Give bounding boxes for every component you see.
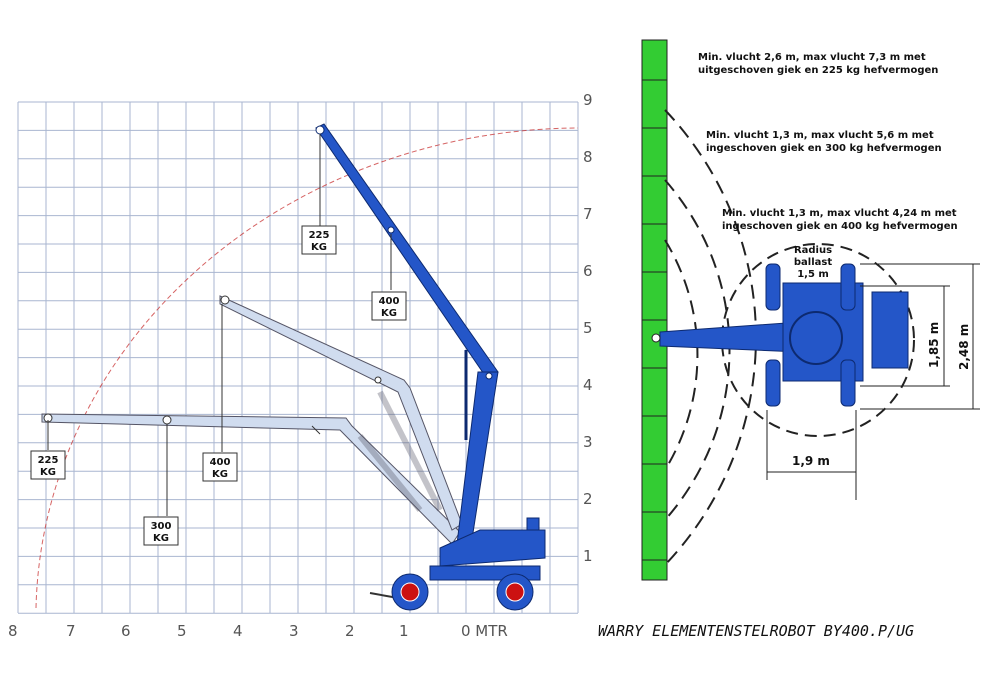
y-tick: 4 bbox=[583, 376, 593, 394]
load-unit: KG bbox=[212, 469, 228, 480]
x-axis-ticks: 8 7 6 5 4 3 2 1 0 MTR bbox=[8, 622, 508, 640]
x-tick: 1 bbox=[399, 622, 409, 640]
svg-text:Min. vlucht 2,6 m, max vlucht: Min. vlucht 2,6 m, max vlucht 7,3 m met bbox=[698, 52, 926, 63]
load-unit: KG bbox=[311, 242, 327, 253]
load-label-400-mid: 400 KG bbox=[202, 452, 238, 482]
load-unit: KG bbox=[381, 308, 397, 319]
y-tick: 1 bbox=[583, 547, 593, 565]
dimension-lines bbox=[766, 263, 980, 500]
boom-raised-position bbox=[315, 123, 499, 553]
svg-text:Min. vlucht 1,3 m, max vlucht: Min. vlucht 1,3 m, max vlucht 5,6 m met bbox=[706, 130, 934, 141]
y-tick: 3 bbox=[583, 433, 593, 451]
svg-text:ingeschoven giek en 400 kg hef: ingeschoven giek en 400 kg hefvermogen bbox=[722, 221, 958, 232]
load-label-300-low: 300 KG bbox=[143, 516, 179, 546]
x-tick: 0 MTR bbox=[461, 622, 508, 640]
x-tick: 6 bbox=[121, 622, 131, 640]
load-value: 225 bbox=[38, 455, 59, 466]
svg-text:Min. vlucht 1,3 m, max vlucht: Min. vlucht 1,3 m, max vlucht 4,24 m met bbox=[722, 208, 957, 219]
svg-text:uitgeschoven giek en 225 kg he: uitgeschoven giek en 225 kg hefvermogen bbox=[698, 65, 938, 76]
svg-text:ingeschoven giek en 300 kg hef: ingeschoven giek en 300 kg hefvermogen bbox=[706, 143, 942, 154]
boom-mid-position bbox=[219, 295, 463, 531]
load-leader-lines bbox=[47, 134, 392, 516]
load-value: 225 bbox=[309, 230, 330, 241]
x-tick: 4 bbox=[233, 622, 243, 640]
x-tick: 7 bbox=[66, 622, 76, 640]
y-tick: 2 bbox=[583, 490, 593, 508]
x-tick: 2 bbox=[345, 622, 355, 640]
green-wall bbox=[641, 39, 668, 581]
y-tick: 9 bbox=[583, 91, 593, 109]
max-reach-arc bbox=[35, 127, 579, 609]
y-tick: 5 bbox=[583, 319, 593, 337]
reach-ring-300kg bbox=[664, 179, 731, 521]
boom-low-position bbox=[41, 413, 461, 545]
dimension-overall-width: 2,48 m bbox=[957, 324, 971, 370]
load-unit: KG bbox=[40, 467, 56, 478]
load-value: 400 bbox=[210, 457, 231, 468]
ballast-radius-ring bbox=[721, 243, 915, 437]
load-label-400-top: 400 KG bbox=[371, 291, 407, 321]
y-tick: 7 bbox=[583, 205, 593, 223]
load-label-225-top: 225 KG bbox=[301, 225, 337, 255]
load-label-225-low: 225 KG bbox=[30, 450, 66, 480]
x-tick: 8 bbox=[8, 622, 18, 640]
dimension-wheelbase: 1,9 m bbox=[792, 454, 830, 468]
x-tick: 3 bbox=[289, 622, 299, 640]
y-axis-ticks: 1 2 3 4 5 6 7 8 9 bbox=[583, 91, 593, 565]
svg-text:ballast: ballast bbox=[794, 257, 832, 268]
load-unit: KG bbox=[153, 533, 169, 544]
drawing-caption: WARRY ELEMENTENSTELROBOT BY400.P/UG bbox=[598, 622, 914, 640]
ballast-label: Radius ballast 1,5 m bbox=[794, 245, 832, 280]
dimension-track-width: 1,85 m bbox=[927, 322, 941, 368]
x-tick: 5 bbox=[177, 622, 187, 640]
load-value: 300 bbox=[151, 521, 172, 532]
y-tick: 8 bbox=[583, 148, 593, 166]
load-value: 400 bbox=[379, 296, 400, 307]
svg-text:Radius: Radius bbox=[794, 245, 832, 256]
ring-note-400: Min. vlucht 1,3 m, max vlucht 4,24 m met… bbox=[722, 208, 958, 232]
robot-top-view bbox=[651, 263, 909, 407]
reach-ring-400kg bbox=[664, 239, 699, 471]
ring-note-300: Min. vlucht 1,3 m, max vlucht 5,6 m met … bbox=[706, 130, 942, 154]
y-tick: 6 bbox=[583, 262, 593, 280]
wheel-front bbox=[391, 573, 429, 611]
ring-note-225: Min. vlucht 2,6 m, max vlucht 7,3 m met … bbox=[698, 52, 938, 76]
svg-text:1,5 m: 1,5 m bbox=[797, 269, 829, 280]
wheel-rear bbox=[496, 573, 534, 611]
